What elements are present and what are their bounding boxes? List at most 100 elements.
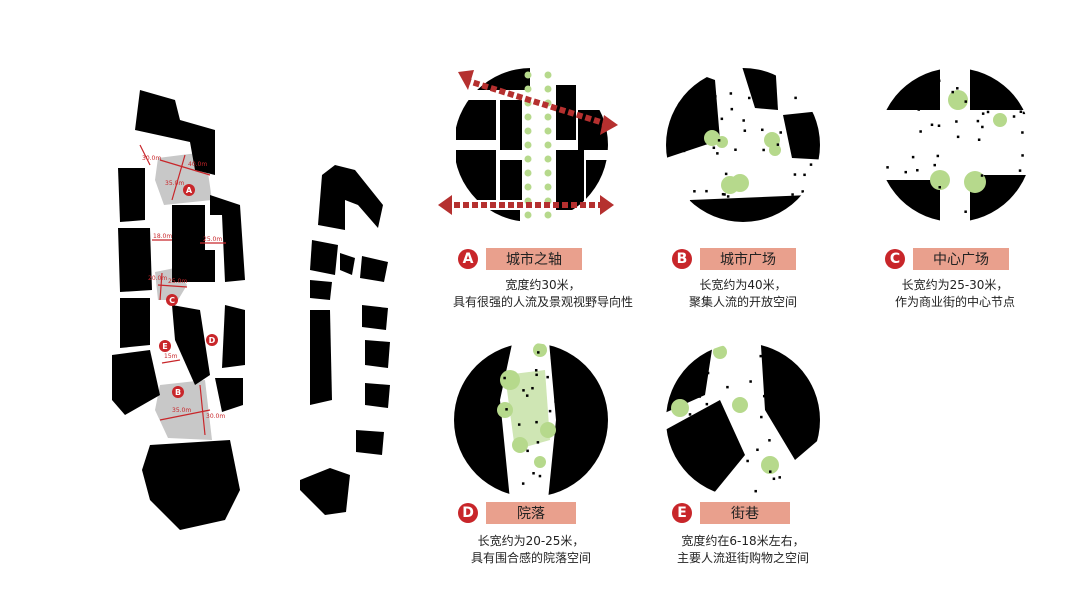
person-mark xyxy=(794,96,797,100)
person-mark xyxy=(588,376,591,379)
person-mark xyxy=(920,90,924,93)
tree-dot xyxy=(524,141,532,149)
person-mark xyxy=(690,394,693,398)
person-mark xyxy=(690,114,694,117)
person-mark xyxy=(1014,188,1018,192)
tree-dot xyxy=(544,127,552,135)
person-mark xyxy=(761,128,764,132)
person-mark xyxy=(760,415,763,419)
person-mark xyxy=(1022,111,1026,115)
person-mark xyxy=(769,405,773,409)
person-mark xyxy=(917,108,921,111)
person-mark xyxy=(1018,211,1022,215)
marker-d: D xyxy=(209,336,216,345)
person-mark xyxy=(538,474,542,478)
person-mark xyxy=(769,470,772,473)
badge-e: E xyxy=(672,503,692,523)
caption-line: 长宽约为40米， xyxy=(699,278,787,292)
person-mark xyxy=(888,194,891,198)
person-mark xyxy=(678,424,682,428)
person-mark xyxy=(986,110,990,114)
person-mark xyxy=(754,489,757,493)
caption-line: 长宽约为20-25米， xyxy=(477,534,585,548)
person-mark xyxy=(702,213,705,217)
person-mark xyxy=(802,350,805,353)
dim-label: 20.0m xyxy=(148,275,167,282)
person-mark xyxy=(795,420,799,423)
person-mark xyxy=(721,192,725,196)
person-mark xyxy=(690,437,694,441)
person-mark xyxy=(716,152,719,155)
person-mark xyxy=(753,77,757,81)
person-mark xyxy=(762,394,766,398)
person-mark xyxy=(696,86,700,89)
person-mark xyxy=(576,367,580,371)
badge-d: D xyxy=(458,503,478,523)
person-mark xyxy=(981,112,985,115)
tree-dot xyxy=(544,71,552,79)
marker-b: B xyxy=(175,388,181,397)
tree-dot xyxy=(544,183,552,191)
circle-c-central-plaza xyxy=(878,68,1032,222)
person-mark xyxy=(694,125,698,129)
tree-dot xyxy=(524,71,532,79)
person-mark xyxy=(955,120,958,123)
person-mark xyxy=(550,356,554,359)
dim-label: 30.0m xyxy=(142,155,161,162)
person-mark xyxy=(729,444,732,448)
person-mark xyxy=(574,416,578,420)
buildings xyxy=(112,90,245,530)
person-mark xyxy=(886,166,889,169)
person-mark xyxy=(977,138,981,141)
person-mark xyxy=(911,155,915,159)
person-mark xyxy=(574,431,577,435)
person-mark xyxy=(905,180,909,184)
person-mark xyxy=(723,193,726,196)
person-mark xyxy=(554,400,557,403)
person-mark xyxy=(791,193,794,196)
person-mark xyxy=(806,75,810,78)
person-mark xyxy=(720,117,724,121)
person-mark xyxy=(721,470,725,473)
badge-c: C xyxy=(885,249,905,269)
person-mark xyxy=(726,195,730,198)
person-mark xyxy=(1003,181,1006,185)
person-mark xyxy=(560,420,563,423)
person-mark xyxy=(795,413,799,417)
person-mark xyxy=(803,173,806,177)
person-mark xyxy=(726,385,729,389)
person-mark xyxy=(919,130,922,133)
person-mark xyxy=(772,477,776,481)
person-mark xyxy=(526,449,529,453)
person-mark xyxy=(471,375,474,378)
person-mark xyxy=(682,472,686,476)
person-mark xyxy=(903,214,907,218)
tree-dot xyxy=(544,211,552,219)
person-mark xyxy=(762,148,765,152)
person-mark xyxy=(576,357,579,361)
caption-a: 宽度约30米， 具有很强的人流及景观视野导向性 xyxy=(423,277,663,311)
person-mark xyxy=(779,131,782,134)
person-mark xyxy=(686,206,690,210)
caption-line: 主要人流逛街购物之空间 xyxy=(676,551,809,565)
person-mark xyxy=(522,389,525,392)
tree-dot xyxy=(544,141,552,149)
person-mark xyxy=(778,476,781,479)
person-mark xyxy=(793,173,797,176)
person-mark xyxy=(976,119,980,123)
person-mark xyxy=(686,138,690,141)
person-mark xyxy=(696,379,700,383)
caption-c: 长宽约为25-30米， 作为商业街的中心节点 xyxy=(835,277,1075,311)
person-mark xyxy=(485,426,488,429)
person-mark xyxy=(699,131,703,134)
tree-dot xyxy=(544,169,552,177)
person-mark xyxy=(811,147,814,151)
person-mark xyxy=(682,440,685,443)
caption-line: 聚集人流的开放空间 xyxy=(688,295,797,309)
person-mark xyxy=(532,472,535,475)
dim-label: 18.0m xyxy=(153,233,172,240)
person-mark xyxy=(1019,110,1023,114)
person-mark xyxy=(930,123,934,127)
person-mark xyxy=(916,168,919,172)
